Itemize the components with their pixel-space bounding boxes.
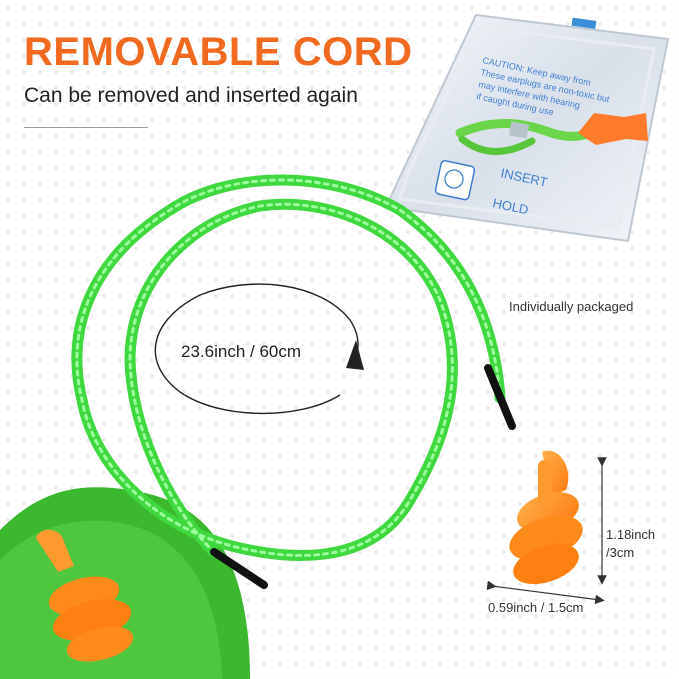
- packaged-earplug: [578, 113, 648, 145]
- earplug-height-label: 1.18inch /3cm: [606, 526, 655, 562]
- earplug-left: [36, 529, 134, 662]
- green-cord: [71, 174, 506, 561]
- page-title: REMOVABLE CORD: [24, 30, 413, 74]
- earplug-width-label: 0.59inch / 1.5cm: [488, 600, 584, 615]
- cord-tip-bottom: [210, 548, 268, 589]
- width-dimension-arrow: [486, 580, 605, 605]
- arrow-head-icon: [346, 340, 364, 370]
- length-arc-arrow: [154, 283, 359, 415]
- package-caption: Individually packaged: [509, 299, 634, 314]
- earplug-right: [509, 450, 583, 585]
- earplug-height-line-2: /3cm: [606, 545, 635, 560]
- earplug-package-image: CAUTION: Keep away from These earplugs a…: [384, 13, 670, 243]
- cord-tip-top: [484, 364, 516, 430]
- cord-length-label: 23.6inch / 60cm: [181, 342, 302, 361]
- page-subtitle: Can be removed and inserted again: [24, 84, 358, 107]
- package-hold-text: HOLD: [491, 195, 529, 217]
- title-divider: [24, 127, 148, 128]
- face-icon: [434, 160, 476, 201]
- earplug-height-line-1: 1.18inch: [606, 527, 656, 542]
